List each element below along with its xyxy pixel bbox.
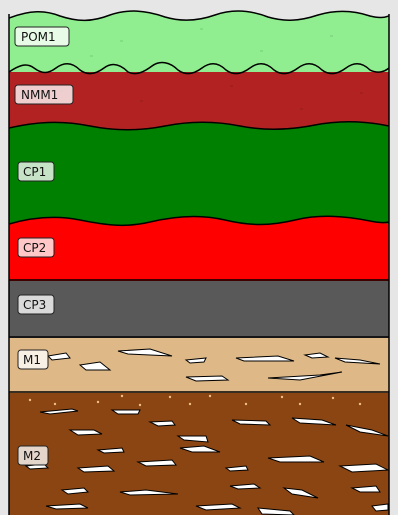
layer-label-nmm1-text: NMM1: [21, 88, 58, 102]
layer-label-cp2-text: CP2: [23, 241, 46, 255]
layer-label-m2-text: M2: [23, 449, 41, 463]
layer-label-cp2: CP2: [18, 238, 54, 257]
layer-label-pom1: POM1: [15, 27, 69, 46]
layer-label-m1: M1: [18, 350, 48, 369]
layer-cp1: [9, 122, 389, 226]
layer-label-cp1-text: CP1: [23, 165, 46, 179]
layer-label-cp1: CP1: [18, 162, 54, 181]
layer-cp3: [9, 280, 389, 338]
layer-label-nmm1: NMM1: [15, 85, 73, 104]
layer-label-cp3: CP3: [18, 295, 54, 314]
layer-label-m1-text: M1: [23, 353, 41, 367]
layer-m1: [9, 337, 389, 393]
layer-label-m2: M2: [18, 446, 48, 465]
layer-label-pom1-text: POM1: [21, 30, 56, 44]
layer-cp2: [9, 216, 389, 281]
layer-label-cp3-text: CP3: [23, 298, 46, 312]
